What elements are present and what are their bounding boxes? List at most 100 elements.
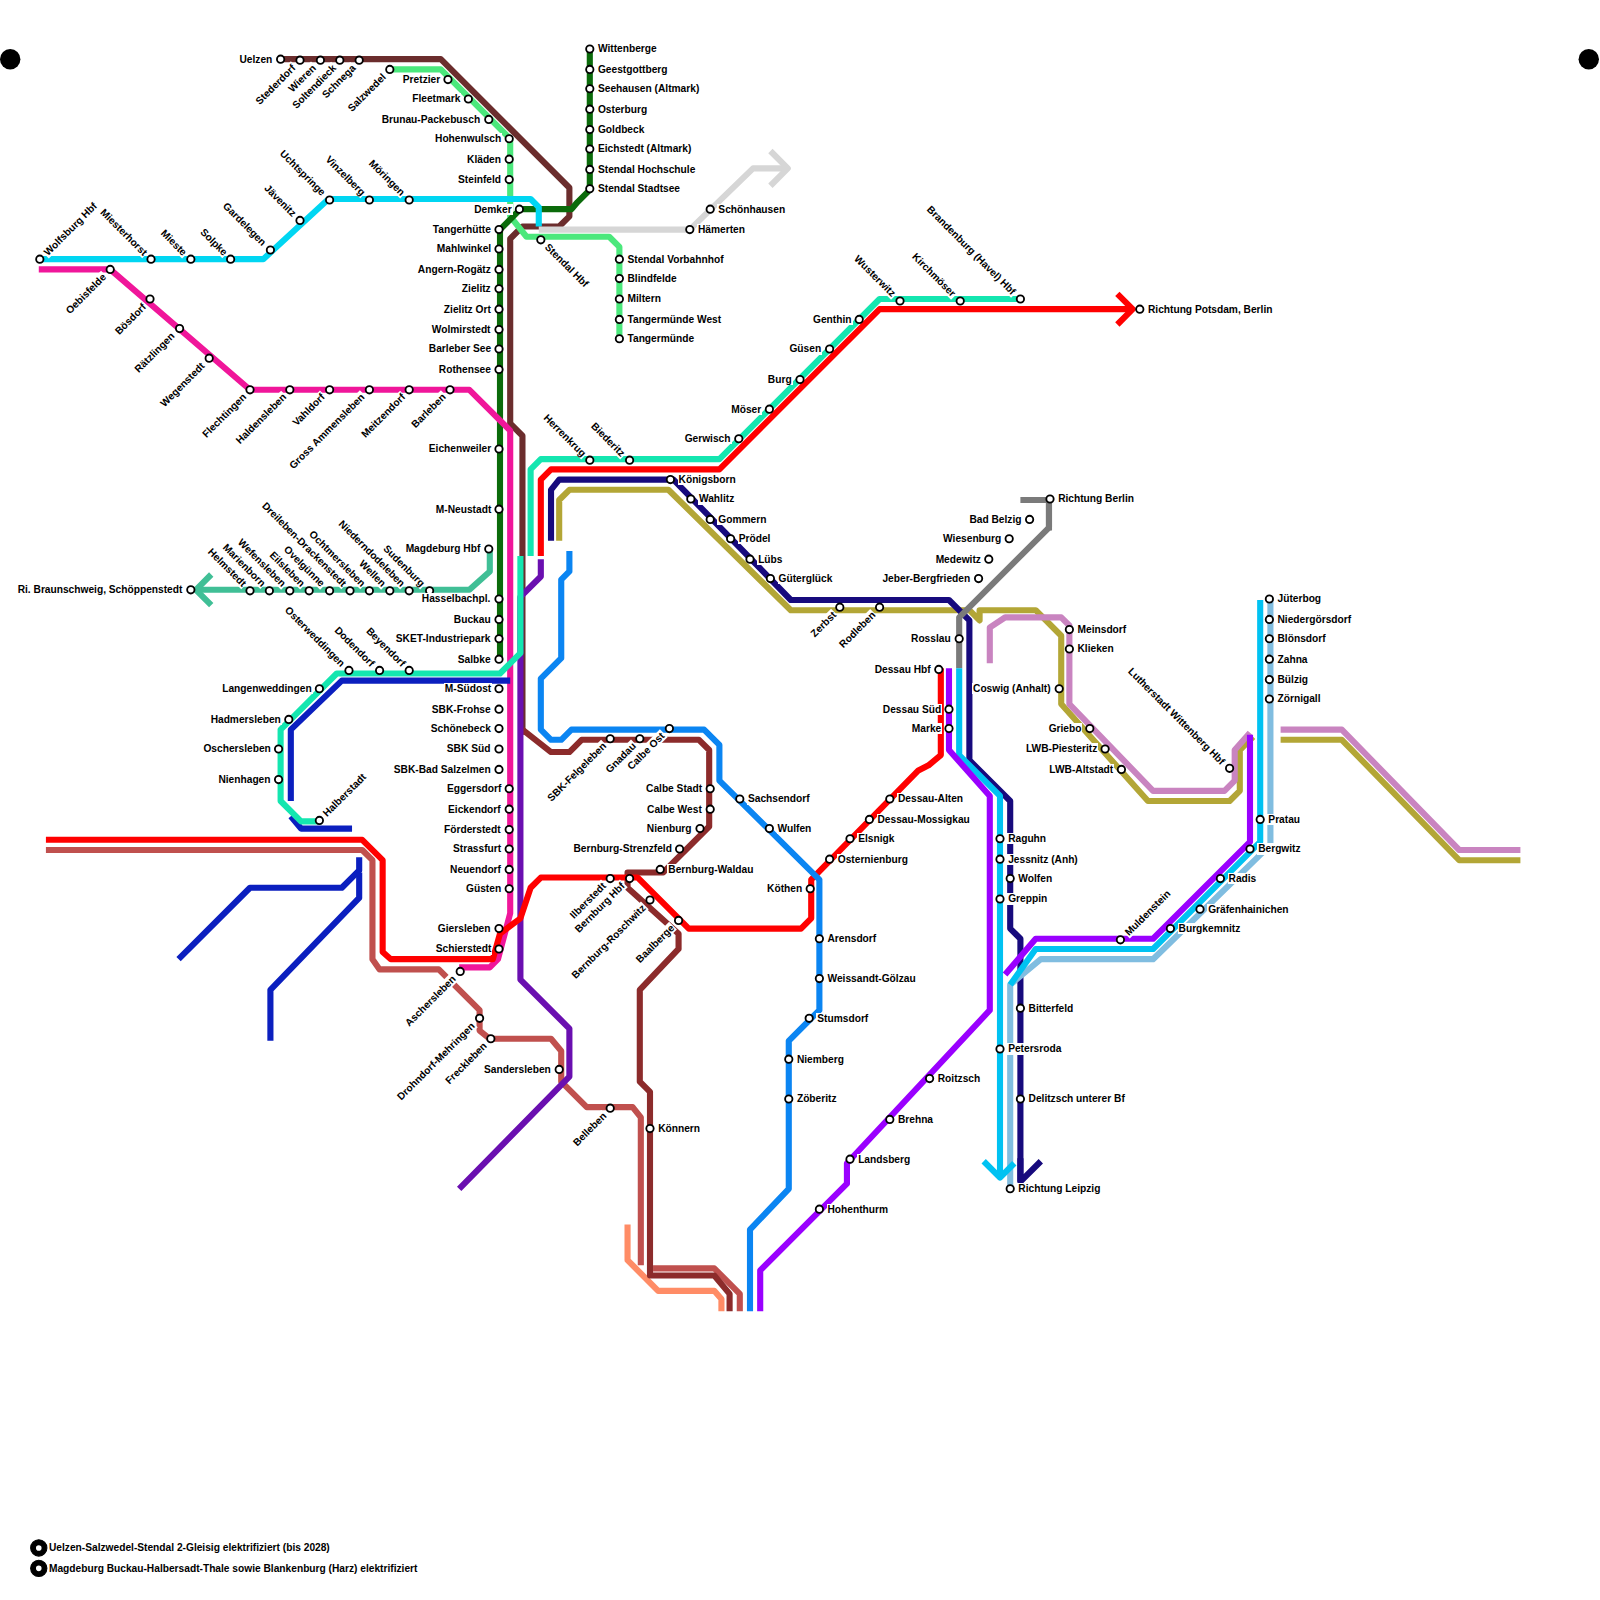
station-label: Giersleben: [437, 923, 492, 934]
station-label: Gardelegen: [220, 200, 269, 249]
station-label: Jeber-Bergfrieden: [881, 573, 971, 584]
station-dot: [1266, 595, 1273, 602]
station-dot: [227, 256, 234, 263]
corner-dot: [0, 49, 20, 69]
rail-line: [551, 480, 1020, 1182]
rail-line: [270, 872, 359, 1040]
station-dot: [376, 667, 383, 674]
station-label: Sachsendorf: [747, 793, 811, 804]
station-dot: [1266, 656, 1273, 663]
rail-line: [628, 1224, 722, 1311]
station-label: Nienhagen: [217, 774, 271, 785]
station-label: Eggersdorf: [446, 783, 502, 794]
station-dot: [687, 495, 694, 502]
station-dot: [275, 776, 282, 783]
station-dot: [176, 325, 183, 332]
station-dot: [626, 457, 633, 464]
station-label: Belleben: [570, 1109, 609, 1148]
station-label: Lübs: [757, 554, 783, 565]
station-label: M-Neustadt: [435, 504, 492, 515]
station-label: Köthen: [766, 883, 803, 894]
station-label: Geestgottberg: [597, 64, 669, 75]
station-label: LWB-Altstadt: [1048, 764, 1114, 775]
station-label: Langenweddingen: [221, 683, 312, 694]
rail-line: [522, 730, 729, 1312]
station-dot: [487, 1035, 494, 1042]
station-label: Richtung Leipzig: [1017, 1183, 1101, 1194]
station-label: Zahna: [1277, 654, 1309, 665]
station-label: Niemberg: [796, 1054, 845, 1065]
station-dot: [616, 335, 623, 342]
station-dot: [896, 297, 903, 304]
station-label: Ri. Braunschweig, Schöppenstedt: [17, 584, 184, 595]
station-dot: [1266, 616, 1273, 623]
station-dot: [767, 575, 774, 582]
station-label: Schönebeck: [430, 723, 492, 734]
station-dot: [267, 246, 274, 253]
station-label: Aschersleben: [402, 973, 459, 1030]
station-dot: [446, 386, 453, 393]
station-dot: [506, 866, 513, 873]
station-label: Wahlitz: [698, 493, 735, 504]
station-dot: [607, 875, 614, 882]
station-label: Vahldorf: [290, 391, 328, 429]
station-dot: [316, 817, 323, 824]
station-label: Osternienburg: [837, 854, 909, 865]
rail-line: [500, 49, 590, 659]
rail-line: [291, 681, 510, 801]
station-label: Miesterhorst: [97, 206, 150, 259]
station-dot: [336, 57, 343, 64]
station-label: Wolfen: [1017, 873, 1053, 884]
station-label: Dessau Süd: [882, 704, 942, 715]
station-dot: [766, 406, 773, 413]
rail-line: [281, 59, 570, 735]
station-label: Uelzen: [238, 54, 273, 65]
station-label: Eichstedt (Altmark): [597, 143, 692, 154]
station-label: Wolmirstedt: [431, 324, 492, 335]
station-label: Güsen: [788, 343, 822, 354]
rail-line: [539, 168, 788, 229]
station-dot: [945, 725, 952, 732]
station-dot: [667, 476, 674, 483]
station-label: Stendal Stadtsee: [597, 183, 681, 194]
station-label: Seehausen (Altmark): [597, 83, 700, 94]
station-dot: [495, 706, 502, 713]
station-dot: [1266, 695, 1273, 702]
station-label: Kirchmöser: [909, 251, 958, 300]
station-dot: [285, 716, 292, 723]
station-label: Brehna: [897, 1114, 934, 1125]
station-dot: [586, 106, 593, 113]
station-dot: [676, 845, 683, 852]
station-dot: [616, 316, 623, 323]
station-dot: [785, 1095, 792, 1102]
rail-line: [1281, 740, 1521, 860]
station-dot: [495, 326, 502, 333]
station-label: Buckau: [453, 614, 492, 625]
station-dot: [1007, 1185, 1014, 1192]
station-dot: [306, 587, 313, 594]
station-label: Fleetmark: [411, 93, 461, 104]
station-dot: [296, 217, 303, 224]
station-label: Eichenweiler: [428, 443, 492, 454]
rail-line: [1281, 730, 1521, 850]
station-label: Delitzsch unterer Bf: [1028, 1093, 1126, 1104]
station-label: Wolfsburg Hbf: [41, 199, 100, 258]
station-dot: [495, 445, 502, 452]
station-dot: [996, 856, 1003, 863]
station-label: Osterburg: [597, 104, 648, 115]
station-dot: [957, 297, 964, 304]
station-dot: [1026, 516, 1033, 523]
station-label: Meinsdorf: [1077, 624, 1128, 635]
station-dot: [495, 745, 502, 752]
station-label: Salzwedel: [345, 71, 389, 115]
station-dot: [286, 587, 293, 594]
station-label: Barleben: [408, 391, 448, 431]
station-dot: [286, 386, 293, 393]
station-label: Strassfurt: [452, 843, 502, 854]
legend-symbol-ring: [35, 1565, 42, 1572]
station-label: Eickendorf: [447, 804, 502, 815]
station-label: Bülzig: [1277, 674, 1310, 685]
station-dot: [807, 885, 814, 892]
station-dot: [206, 354, 213, 361]
station-dot: [345, 667, 352, 674]
